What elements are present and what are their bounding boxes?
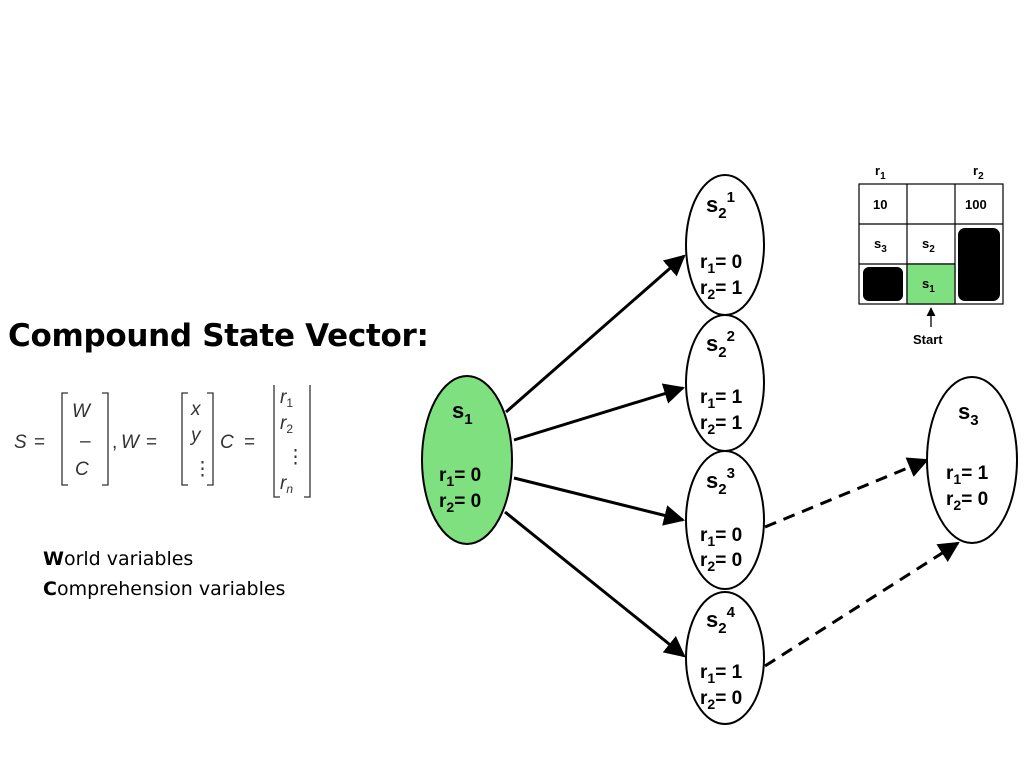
svg-text:r2= 0: r2= 0 <box>439 491 481 515</box>
svg-text:s1: s1 <box>452 398 473 428</box>
edge-s1-s2-3 <box>513 476 686 526</box>
node-s3: s3 r1= 1 r2= 0 <box>926 376 1018 544</box>
compound-state-formula: S = W – C , W = x y ⋮ C = r1 r2 ⋮ rn <box>14 385 311 498</box>
edge-s1-s2-2 <box>513 383 686 442</box>
node-s2-4: s24 r1= 1 r2= 0 <box>685 591 765 725</box>
svg-text:s23: s23 <box>706 465 735 498</box>
svg-text:s3: s3 <box>958 399 979 429</box>
formula-equals-1: = <box>34 432 45 453</box>
gridworld: r1 r2 10 100 s3 s2 s1 Start <box>858 163 1004 347</box>
node-s2-3: s23 r1= 0 r2= 0 <box>685 450 765 590</box>
formula-w-row-1: x <box>190 399 202 420</box>
node-s1: s1 r1= 0 r2= 0 <box>421 375 513 545</box>
svg-text:r1= 0: r1= 0 <box>700 525 742 549</box>
legend-comprehension-rest: omprehension variables <box>56 578 286 600</box>
svg-text:r2= 0: r2= 0 <box>700 688 742 712</box>
page-title: Compound State Vector: <box>8 318 429 354</box>
formula-equals-3: = <box>244 432 255 453</box>
grid-col-header-r2: r2 <box>973 163 984 182</box>
svg-text:rn: rn <box>280 473 293 496</box>
edge-s1-s2-4 <box>504 510 686 658</box>
formula-c-sub-1: 1 <box>286 396 293 410</box>
grid-wall-left <box>863 267 903 301</box>
svg-text:r2: r2 <box>280 413 293 436</box>
grid-cell-s2: s2 <box>922 236 935 255</box>
formula-c-sub-4: n <box>286 482 293 496</box>
svg-text:r1= 1: r1= 1 <box>700 662 743 686</box>
edge-s2-4-s3 <box>764 541 960 668</box>
svg-text:r2= 1: r2= 1 <box>700 278 743 302</box>
svg-text:r2= 0: r2= 0 <box>946 489 988 513</box>
grid-cell-s3: s3 <box>874 236 887 255</box>
formula-c-row-4: r <box>280 473 287 494</box>
svg-text:r1= 0: r1= 0 <box>439 465 481 489</box>
edge-s1-s2-1 <box>505 254 686 414</box>
grid-reward-left: 10 <box>873 197 887 212</box>
formula-w-row-3: ⋮ <box>193 459 212 480</box>
grid-start-cell <box>906 263 956 305</box>
node-s1-r2: 0 <box>471 491 482 512</box>
formula-c-lhs: C <box>220 432 234 453</box>
node-s2-2: s22 r1= 1 r2= 1 <box>685 314 765 452</box>
grid-wall-right <box>958 228 1000 301</box>
svg-text:r1= 1: r1= 1 <box>700 387 743 411</box>
formula-comma: , <box>112 432 117 453</box>
edges <box>504 254 960 668</box>
formula-c-row-3: ⋮ <box>286 447 305 468</box>
node-s1-sub: 1 <box>464 411 472 428</box>
svg-text:r2= 1: r2= 1 <box>700 413 743 437</box>
grid-col-header-r1: r1 <box>875 163 886 182</box>
svg-text:s22: s22 <box>706 328 735 361</box>
svg-text:s21: s21 <box>706 189 735 222</box>
formula-c-sub-2: 2 <box>286 422 293 436</box>
svg-text:r2= 0: r2= 0 <box>700 550 742 574</box>
formula-s-row-3: C <box>75 459 89 480</box>
svg-text:s24: s24 <box>706 604 736 637</box>
formula-s-row-2: – <box>80 431 91 452</box>
node-s1-shape <box>421 375 513 545</box>
grid-start-label: Start <box>913 332 943 347</box>
legend-world-initial: W <box>43 548 64 570</box>
edge-s2-3-s3 <box>764 457 929 529</box>
formula-s-lhs: S <box>14 432 27 453</box>
formula-c-row-2: r <box>280 413 287 434</box>
node-s1-base: s <box>452 398 464 423</box>
legend-world: World variables <box>43 548 193 570</box>
grid-cell-s1: s1 <box>922 276 935 295</box>
formula-w-lhs: W <box>121 432 141 453</box>
svg-text:r1= 0: r1= 0 <box>700 252 742 276</box>
formula-s-row-1: W <box>72 401 92 422</box>
formula-c-row-1: r <box>280 387 287 408</box>
node-s1-r1: 0 <box>471 465 482 486</box>
legend-comprehension-initial: C <box>43 578 57 600</box>
node-s2-1: s21 r1= 0 r2= 1 <box>685 174 765 316</box>
legend-comprehension: Comprehension variables <box>43 578 285 600</box>
svg-text:r1: r1 <box>280 387 293 410</box>
formula-w-row-2: y <box>189 425 202 446</box>
grid-reward-right: 100 <box>965 197 987 212</box>
legend-world-rest: orld variables <box>63 548 194 570</box>
formula-equals-2: = <box>146 432 157 453</box>
svg-text:r1= 1: r1= 1 <box>946 463 989 487</box>
